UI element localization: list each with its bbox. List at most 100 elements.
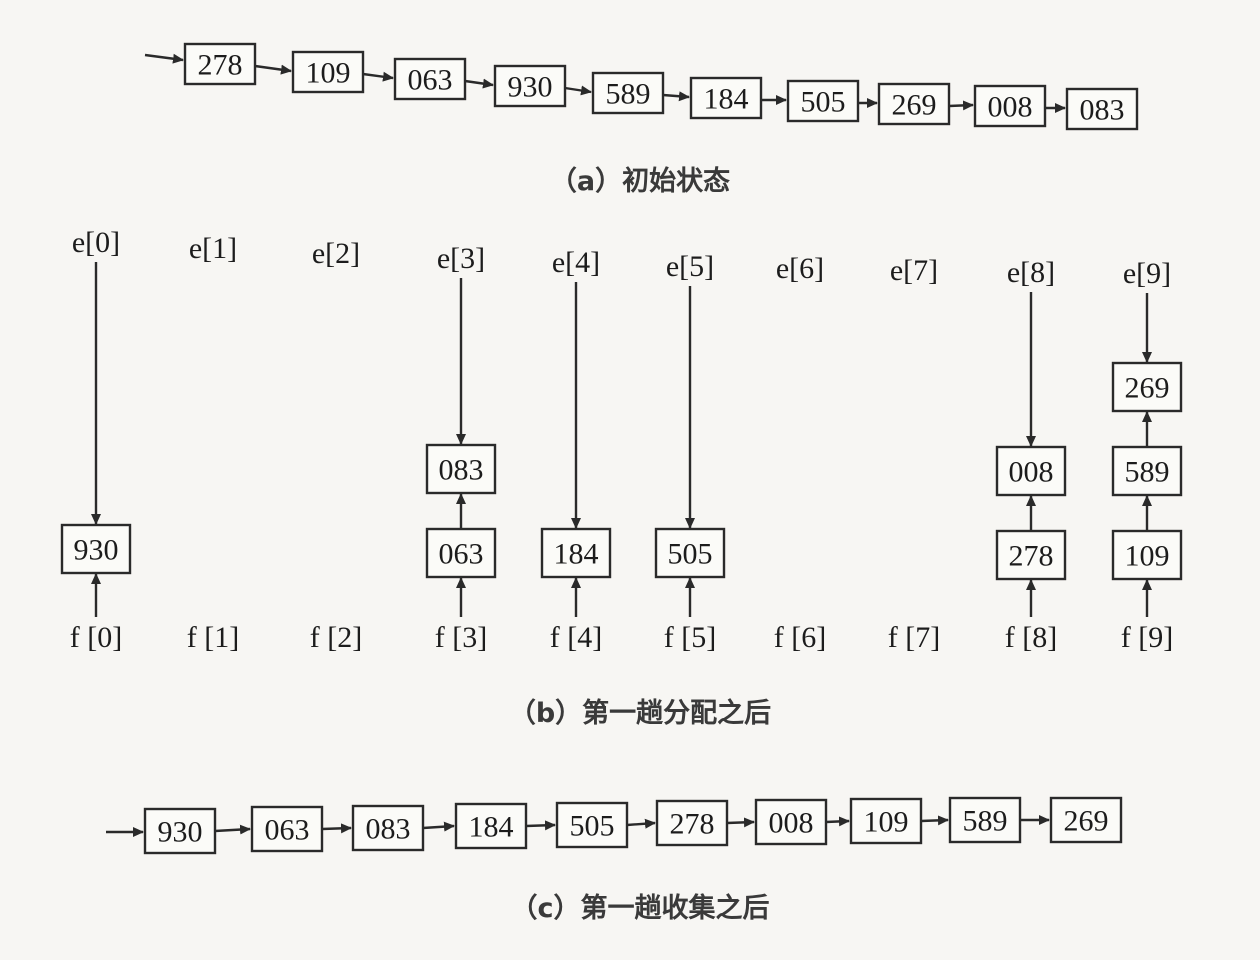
node-c-9-frame bbox=[1049, 796, 1123, 844]
link-arrow-a-3 bbox=[564, 85, 592, 96]
node-c-3: 184 bbox=[454, 802, 528, 850]
node-c-2-frame bbox=[351, 804, 425, 852]
node-c-6-value: 008 bbox=[769, 807, 814, 840]
node-c-4: 505 bbox=[555, 801, 629, 849]
rear-pointer-label-2: e[2] bbox=[312, 237, 360, 270]
node-a-1: 109 bbox=[291, 50, 365, 94]
front-pointer-label-0: f [0] bbox=[70, 621, 122, 654]
node-c-9: 269 bbox=[1049, 796, 1123, 844]
front-pointer-label-3: f [3] bbox=[435, 621, 487, 654]
link-arrow-c-6 bbox=[825, 816, 850, 827]
node-c-4-value: 505 bbox=[570, 810, 615, 843]
caption-a: （a）初始状态 bbox=[550, 165, 730, 197]
rear-pointer-label-3: e[3] bbox=[437, 242, 485, 275]
node-c-3-value: 184 bbox=[469, 811, 514, 844]
node-a-9-frame bbox=[1065, 87, 1139, 131]
bucket-9-node-0-value: 109 bbox=[1125, 540, 1170, 573]
node-c-1-frame bbox=[250, 805, 324, 853]
link-arrow-a-7 bbox=[948, 100, 974, 111]
front-pointer-label-9: f [9] bbox=[1121, 621, 1173, 654]
node-a-6: 505 bbox=[786, 79, 860, 123]
node-a-3: 930 bbox=[493, 64, 567, 108]
node-a-2: 063 bbox=[393, 57, 467, 101]
node-c-1: 063 bbox=[250, 805, 324, 853]
front-pointer-label-5: f [5] bbox=[664, 621, 716, 654]
rear-pointer-label-8: e[8] bbox=[1007, 256, 1055, 289]
node-a-5-value: 184 bbox=[704, 83, 749, 116]
node-a-5: 184 bbox=[689, 76, 763, 120]
node-c-0-value: 930 bbox=[158, 816, 203, 849]
node-a-6-frame bbox=[786, 79, 860, 123]
node-a-4-frame bbox=[591, 71, 665, 115]
node-a-3-frame bbox=[493, 64, 567, 108]
node-a-9: 083 bbox=[1065, 87, 1139, 131]
node-c-4-frame bbox=[555, 801, 629, 849]
node-c-9-value: 269 bbox=[1064, 805, 1109, 838]
bucket-9-node-0: 109 bbox=[1111, 529, 1183, 581]
node-c-8: 589 bbox=[948, 796, 1022, 844]
bucket-5-node-0-frame bbox=[654, 527, 726, 579]
bucket-9-node-0-frame bbox=[1111, 529, 1183, 581]
head-arrow-a bbox=[144, 53, 184, 64]
link-arrow-c-0 bbox=[214, 824, 251, 835]
node-c-2-value: 083 bbox=[366, 813, 411, 846]
link-arrow-a-1 bbox=[362, 71, 394, 82]
node-c-6: 008 bbox=[754, 798, 828, 846]
node-a-0: 278 bbox=[183, 42, 257, 86]
node-a-8-value: 008 bbox=[988, 91, 1033, 124]
bucket-5-node-0-value: 505 bbox=[668, 538, 713, 571]
bucket-9-node-2-value: 269 bbox=[1125, 372, 1170, 405]
rear-pointer-label-7: e[7] bbox=[890, 254, 938, 287]
node-a-0-value: 278 bbox=[198, 49, 243, 82]
bucket-4-node-0-frame bbox=[540, 527, 612, 579]
caption-c: （c）第一趟收集之后 bbox=[510, 892, 769, 924]
node-a-1-frame bbox=[291, 50, 365, 94]
bucket-8-node-1-value: 008 bbox=[1009, 456, 1054, 489]
distribution-buckets: e[0]e[1]e[2]e[3]e[4]e[5]e[6]e[7]e[8]e[9]… bbox=[60, 226, 1183, 654]
front-pointer-label-1: f [1] bbox=[187, 621, 239, 654]
bucket-3-node-1-value: 083 bbox=[439, 454, 484, 487]
node-a-7-value: 269 bbox=[892, 89, 937, 122]
bucket-9-node-1-frame bbox=[1111, 445, 1183, 497]
node-c-5: 278 bbox=[655, 799, 729, 847]
bucket-3-node-0-value: 063 bbox=[439, 538, 484, 571]
bucket-3-node-1: 083 bbox=[425, 443, 497, 495]
node-a-9-value: 083 bbox=[1080, 94, 1125, 127]
node-a-0-frame bbox=[183, 42, 257, 86]
bucket-8-node-1-frame bbox=[995, 445, 1067, 497]
node-c-1-value: 063 bbox=[265, 814, 310, 847]
node-c-8-value: 589 bbox=[963, 805, 1008, 838]
link-arrow-a-4 bbox=[662, 91, 690, 102]
front-pointer-label-4: f [4] bbox=[550, 621, 602, 654]
rear-pointer-label-0: e[0] bbox=[72, 226, 120, 259]
node-c-5-frame bbox=[655, 799, 729, 847]
bucket-9-node-2: 269 bbox=[1111, 361, 1183, 413]
front-pointer-label-7: f [7] bbox=[888, 621, 940, 654]
node-c-2: 083 bbox=[351, 804, 425, 852]
front-pointer-label-6: f [6] bbox=[774, 621, 826, 654]
node-a-2-frame bbox=[393, 57, 467, 101]
node-a-2-value: 063 bbox=[408, 64, 453, 97]
caption-b: （b）第一趟分配之后 bbox=[509, 697, 771, 729]
link-arrow-c-5 bbox=[726, 817, 755, 828]
link-arrow-c-3 bbox=[525, 820, 556, 831]
bucket-5-node-0: 505 bbox=[654, 527, 726, 579]
node-a-6-value: 505 bbox=[801, 86, 846, 119]
node-c-0: 930 bbox=[143, 807, 217, 855]
bucket-8-node-0-frame bbox=[995, 529, 1067, 581]
node-a-7-frame bbox=[877, 82, 951, 126]
rear-pointer-label-9: e[9] bbox=[1123, 257, 1171, 290]
node-a-1-value: 109 bbox=[306, 57, 351, 90]
bucket-9-node-2-frame bbox=[1111, 361, 1183, 413]
node-c-7: 109 bbox=[849, 797, 923, 845]
node-c-7-value: 109 bbox=[864, 806, 909, 839]
front-pointer-label-8: f [8] bbox=[1005, 621, 1057, 654]
node-c-0-frame bbox=[143, 807, 217, 855]
node-c-5-value: 278 bbox=[670, 808, 715, 841]
rear-pointer-label-4: e[4] bbox=[552, 246, 600, 279]
node-c-6-frame bbox=[754, 798, 828, 846]
bucket-3-node-0: 063 bbox=[425, 527, 497, 579]
bucket-8-node-1: 008 bbox=[995, 445, 1067, 497]
